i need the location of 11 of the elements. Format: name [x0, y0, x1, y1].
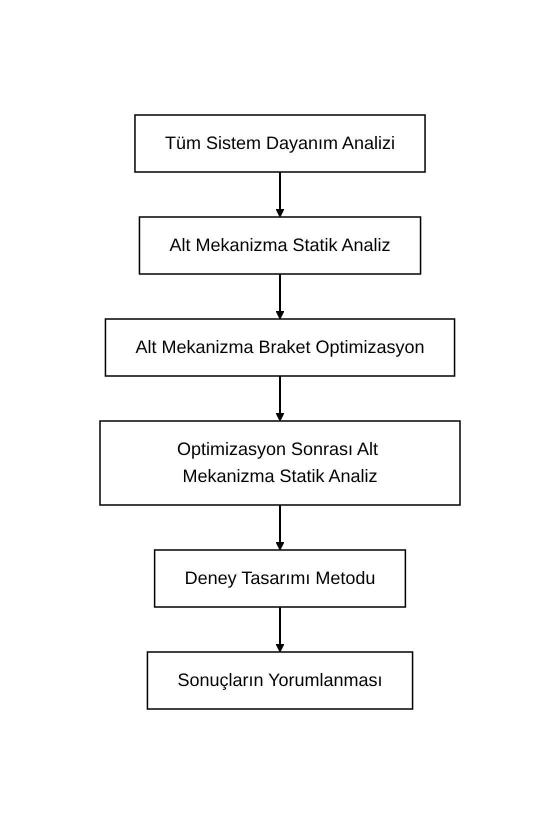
- node-box: Alt Mekanizma Braket Optimizasyon: [104, 318, 456, 376]
- node-box: Optimizasyon Sonrası Alt Mekanizma Statik Analiz: [99, 420, 461, 506]
- node-box: Alt Mekanizma Statik Analiz: [138, 216, 422, 274]
- arrow: [276, 376, 284, 421]
- node-box: Deney Tasarımı Metodu: [154, 548, 406, 608]
- arrow: [276, 172, 284, 217]
- node-box: Tüm Sistem Dayanım Analizi: [134, 114, 426, 172]
- arrow: [276, 504, 284, 550]
- node-box: Sonuçların Yorumlanması: [146, 650, 414, 710]
- arrow: [276, 274, 284, 319]
- arrow: [276, 606, 284, 652]
